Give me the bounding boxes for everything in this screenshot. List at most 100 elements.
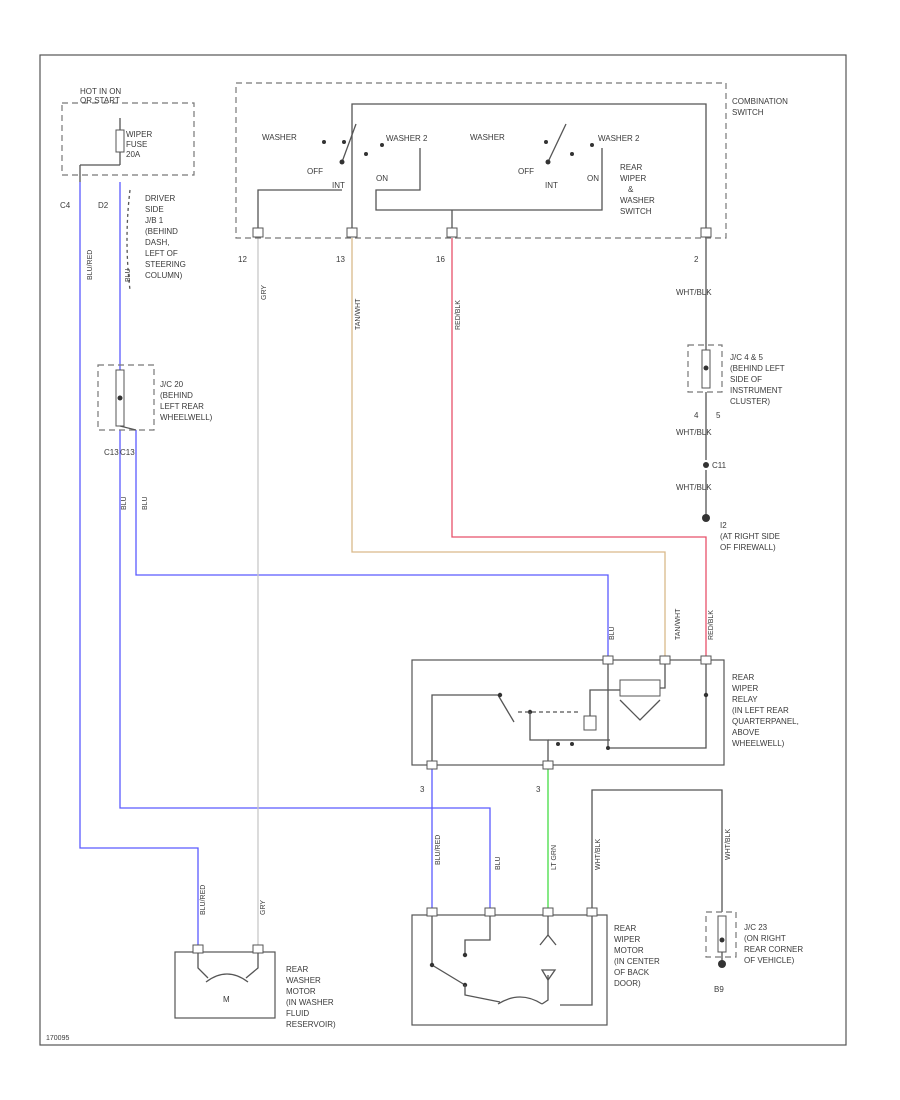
combination-switch-box <box>235 82 727 239</box>
svg-text:WHEELWELL): WHEELWELL) <box>160 413 213 422</box>
wire-tan-wht-switch-to-relay <box>351 238 666 658</box>
svg-text:RELAY: RELAY <box>732 695 758 704</box>
svg-text:DOOR): DOOR) <box>614 979 641 988</box>
svg-text:(ON RIGHT: (ON RIGHT <box>744 934 786 943</box>
wire-blu-jc20-to-relay <box>135 430 609 658</box>
svg-text:ABOVE: ABOVE <box>732 728 760 737</box>
wiper-motor-brush <box>540 969 557 982</box>
svg-text:WIPER: WIPER <box>620 174 646 183</box>
pin-d2: D2 <box>98 201 109 210</box>
svg-text:INSTRUMENT: INSTRUMENT <box>730 386 783 395</box>
svg-text:QUARTERPANEL,: QUARTERPANEL, <box>732 717 799 726</box>
svg-text:OF BACK: OF BACK <box>614 968 650 977</box>
svg-text:(BEHIND LEFT: (BEHIND LEFT <box>730 364 785 373</box>
svg-text:MOTOR: MOTOR <box>286 987 316 996</box>
pin-13: 13 <box>336 255 345 264</box>
rear-wiper-relay-box <box>411 659 725 766</box>
svg-text:(AT RIGHT SIDE: (AT RIGHT SIDE <box>720 532 780 541</box>
label-blu-relay: BLU <box>609 626 616 640</box>
label-wht-blk-4: WHT/BLK <box>595 839 602 870</box>
fuse-symbol <box>115 129 125 153</box>
rear-wiper-washer-switch-label: REAR WIPER & WASHER SWITCH <box>620 163 655 216</box>
label-blu-red-2: BLU/RED <box>435 835 442 865</box>
svg-text:(BEHIND: (BEHIND <box>160 391 193 400</box>
label-gry: GRY <box>261 285 268 300</box>
wire-blu-red-fuse-to-washer-motor <box>79 182 199 945</box>
svg-text:OF VEHICLE): OF VEHICLE) <box>744 956 795 965</box>
pin-16: 16 <box>436 255 445 264</box>
pin-12: 12 <box>238 255 247 264</box>
ground-i2 <box>702 514 710 522</box>
label-blu-1: BLU <box>125 268 132 282</box>
svg-text:WIPER: WIPER <box>732 684 758 693</box>
svg-text:REAR: REAR <box>732 673 754 682</box>
svg-text:SIDE: SIDE <box>145 205 164 214</box>
pin-5: 5 <box>716 411 721 420</box>
svg-text:RESERVOIR): RESERVOIR) <box>286 1020 336 1029</box>
svg-text:OF FIREWALL): OF FIREWALL) <box>720 543 776 552</box>
pin-c4: C4 <box>60 201 71 210</box>
figure-id: 170095 <box>46 1035 69 1042</box>
svg-text:WIPER: WIPER <box>614 935 640 944</box>
rear-washer-motor-label: REAR WASHER MOTOR (IN WASHER FLUID RESER… <box>286 965 336 1029</box>
label-blu-2: BLU <box>121 496 128 510</box>
svg-text:MOTOR: MOTOR <box>614 946 644 955</box>
svg-text:REAR: REAR <box>614 924 636 933</box>
switch-1-washer: WASHER <box>262 133 297 142</box>
jc20-box <box>97 364 155 431</box>
rear-washer-motor-box <box>174 951 276 1019</box>
fuse-label-3: 20A <box>126 150 141 159</box>
label-gry-2: GRY <box>260 900 267 915</box>
label-red-blk: RED/BLK <box>455 300 462 330</box>
fuse-box-title-2: OR START <box>80 96 120 105</box>
svg-text:SIDE OF: SIDE OF <box>730 375 762 384</box>
svg-text:J/C 4 & 5: J/C 4 & 5 <box>730 353 763 362</box>
svg-text:LEFT REAR: LEFT REAR <box>160 402 204 411</box>
label-wht-blk-2: WHT/BLK <box>676 428 712 437</box>
svg-text:J/B 1: J/B 1 <box>145 216 164 225</box>
switch-2-on: ON <box>587 174 599 183</box>
ground-b9-label: B9 <box>714 985 724 994</box>
wire-wht-blk-wiper-motor-to-jc23 <box>591 789 723 912</box>
rear-wiper-relay-label: REAR WIPER RELAY (IN LEFT REAR QUARTERPA… <box>732 673 799 748</box>
fuse-label-1: WIPER <box>126 130 152 139</box>
switch-2-washer2: WASHER 2 <box>598 134 640 143</box>
label-tan-wht: TAN/WHT <box>355 298 362 330</box>
label-wht-blk-3: WHT/BLK <box>676 483 712 492</box>
jc4-label: J/C 4 & 5 (BEHIND LEFT SIDE OF INSTRUMEN… <box>730 353 785 406</box>
jc23-label: J/C 23 (ON RIGHT REAR CORNER OF VEHICLE) <box>744 923 803 965</box>
svg-text:I2: I2 <box>720 521 727 530</box>
svg-text:WASHER: WASHER <box>620 196 655 205</box>
label-c11: C11 <box>712 461 727 470</box>
jc23-box <box>705 911 737 958</box>
relay-coil <box>619 679 661 697</box>
svg-text:REAR: REAR <box>286 965 308 974</box>
wire-blu-jc20-to-wiper-motor <box>119 430 491 912</box>
svg-text:WHEELWELL): WHEELWELL) <box>732 739 785 748</box>
diagram-border <box>39 54 847 1046</box>
washer-motor-symbol: M <box>223 995 230 1004</box>
svg-text:(BEHIND: (BEHIND <box>145 227 178 236</box>
driver-jb-label: DRIVER SIDE J/B 1 (BEHIND DASH, LEFT OF … <box>145 194 186 280</box>
fuse-box-title-1: HOT IN ON <box>80 87 121 96</box>
pin-c13a: C13 <box>104 448 119 457</box>
svg-text:WASHER: WASHER <box>286 976 321 985</box>
svg-text:J/C 20: J/C 20 <box>160 380 184 389</box>
switch-1-int: INT <box>332 181 345 190</box>
svg-text:COLUMN): COLUMN) <box>145 271 183 280</box>
label-blu-red-3: BLU/RED <box>200 885 207 915</box>
svg-text:SWITCH: SWITCH <box>620 207 652 216</box>
jb-bracket <box>126 189 131 291</box>
svg-text:(IN WASHER: (IN WASHER <box>286 998 334 1007</box>
switch-1-off: OFF <box>307 167 323 176</box>
svg-text:STEERING: STEERING <box>145 260 186 269</box>
label-lt-grn: LT GRN <box>551 845 558 870</box>
switch-1-on: ON <box>376 174 388 183</box>
label-red-blk-relay: RED/BLK <box>708 610 715 640</box>
label-wht-blk-1a: WHT/BLK <box>676 288 712 297</box>
combination-switch-title-1: COMBINATION <box>732 97 788 106</box>
switch-1-blade <box>341 123 357 163</box>
label-blu-motor: BLU <box>495 856 502 870</box>
label-blu-3: BLU <box>142 496 149 510</box>
